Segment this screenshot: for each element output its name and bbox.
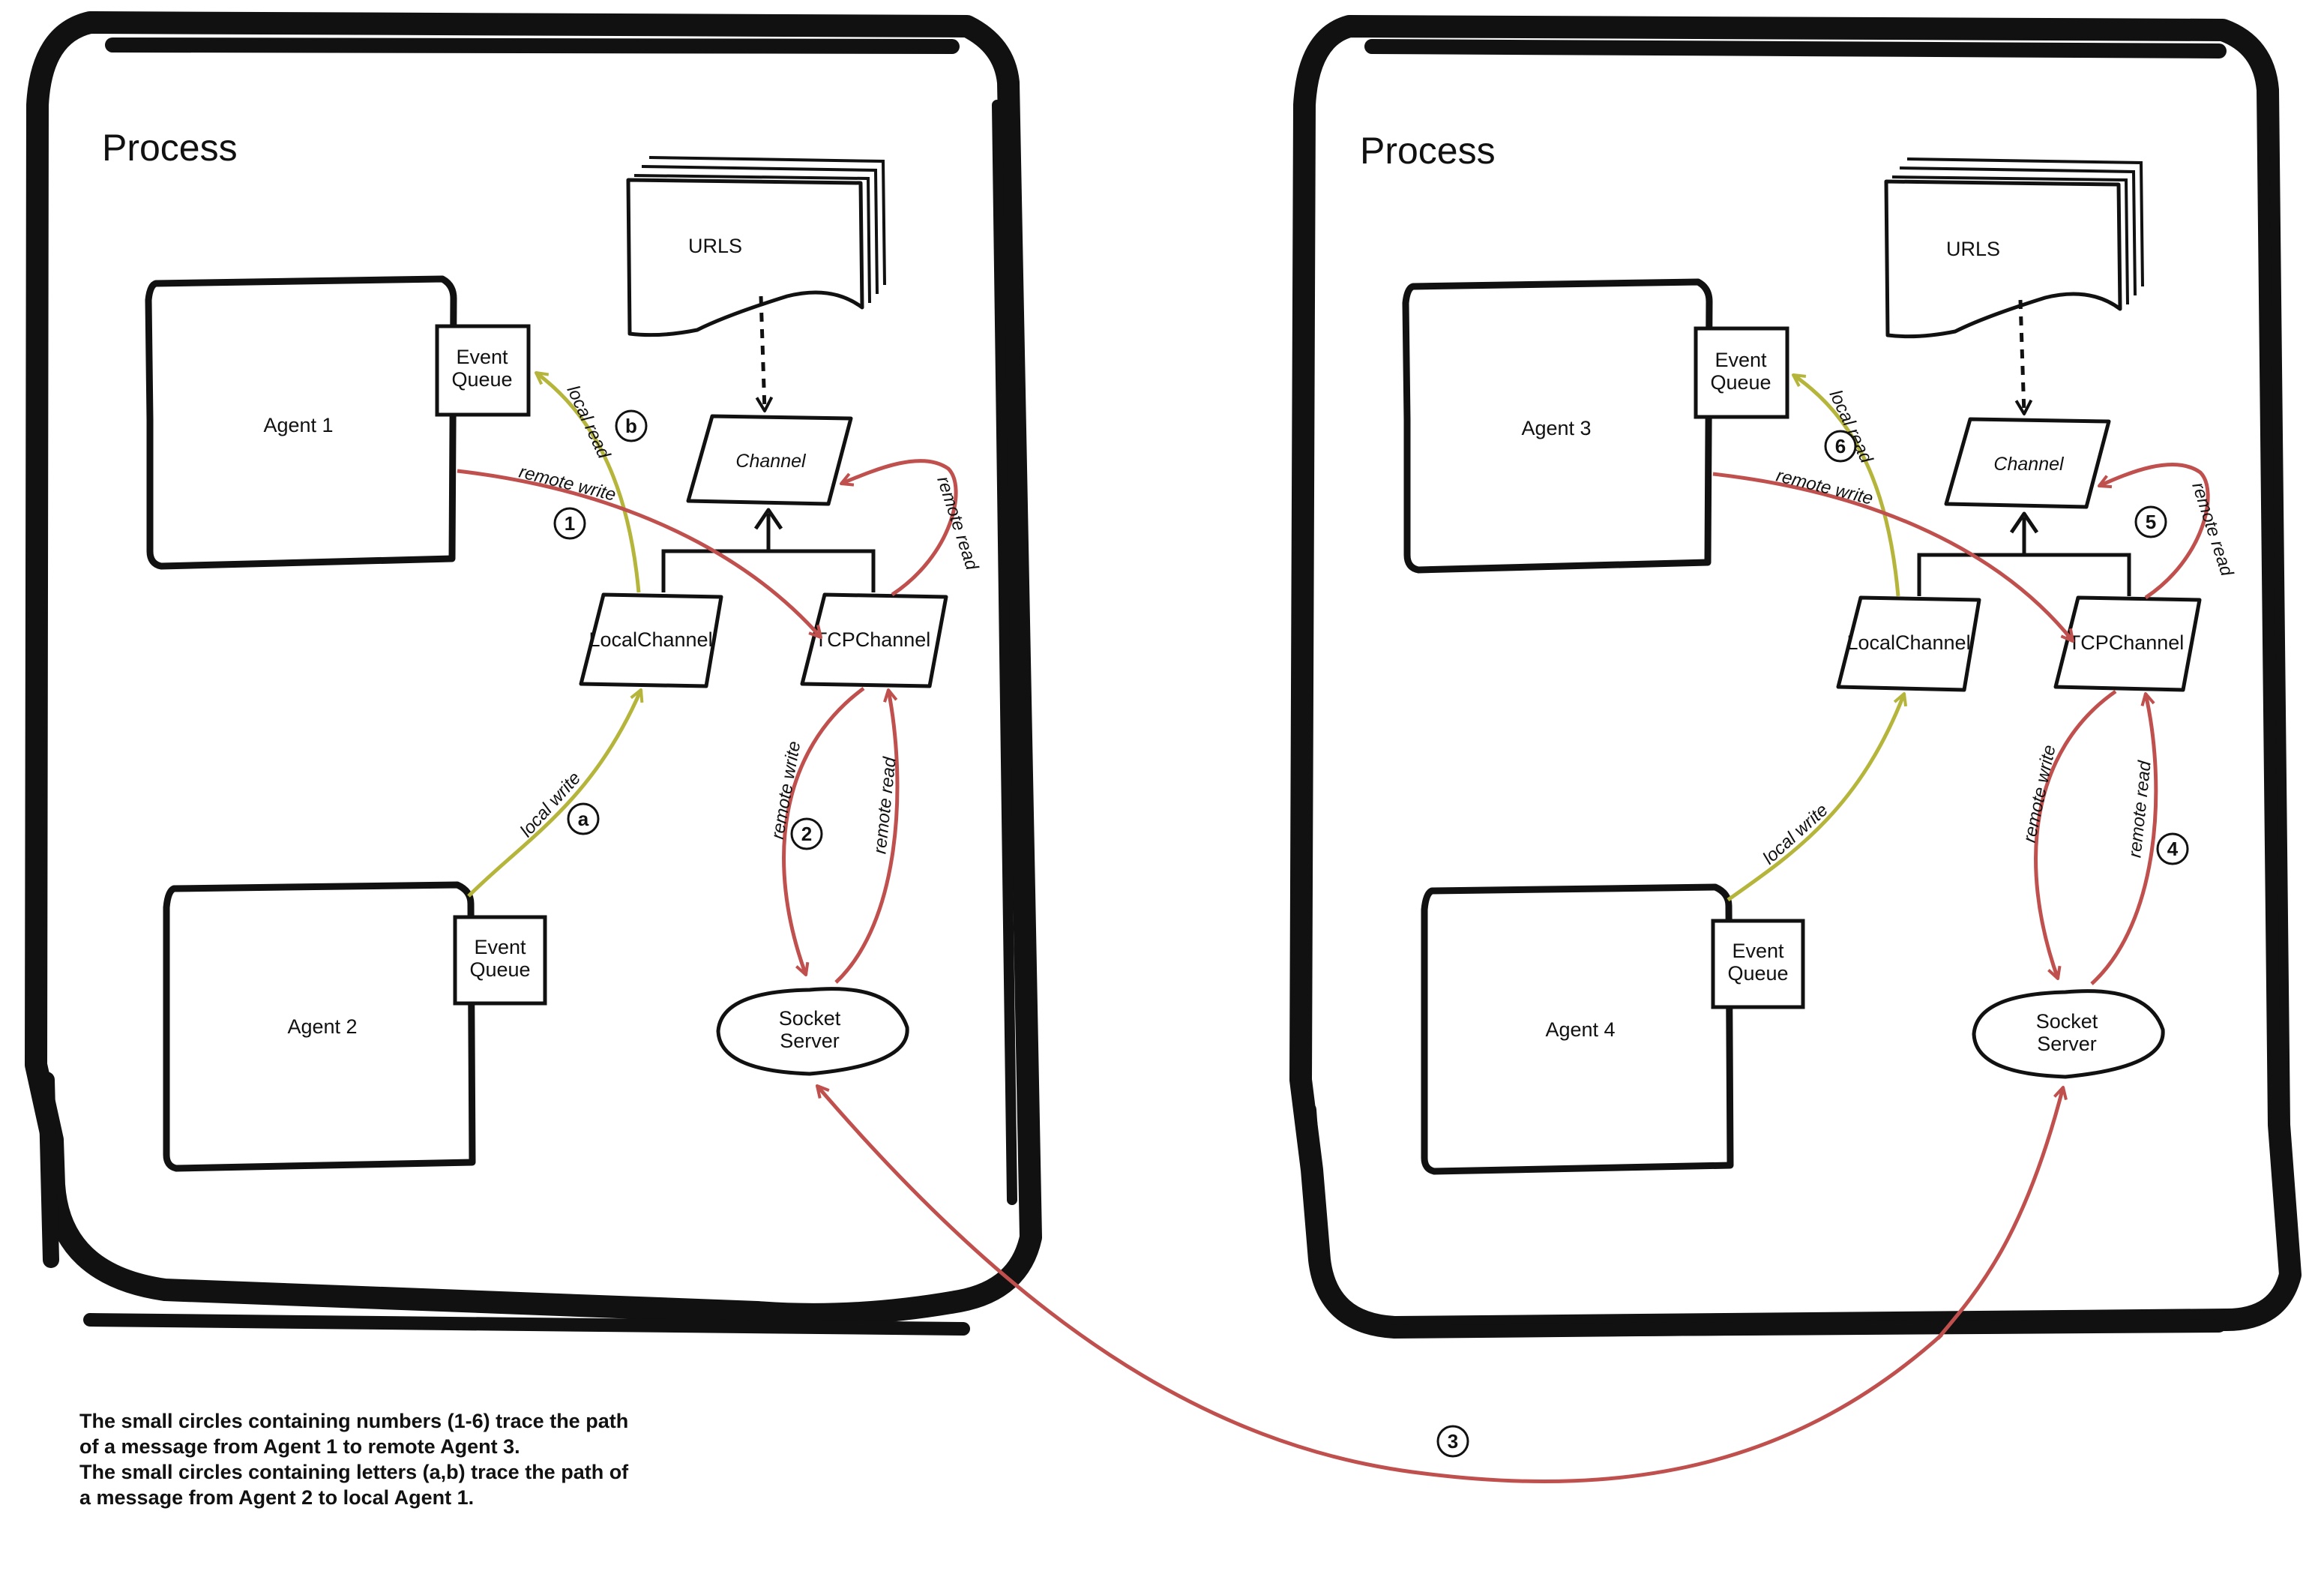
process-1-remote-write-top-arrow (457, 469, 822, 639)
process-2-remote-write-top-label: remote write (1774, 466, 1875, 509)
process-1-tcp-channel: TCPChannel (800, 592, 948, 688)
process-1-queue-top: Event Queue (435, 324, 531, 417)
process-1-frame (25, 11, 1042, 1336)
process-2-socket-server-line2: Server (2037, 1033, 2097, 1055)
process-1-socket-server: Socket Server (716, 987, 909, 1076)
process-2-inheritance-connector (1917, 517, 2131, 596)
process-2-local-write-arrow (1727, 692, 1908, 902)
process-1-queue-bottom-line2: Queue (469, 958, 530, 981)
process-1-urls-label: URLS (688, 235, 742, 257)
process-1-local-channel: LocalChannel (579, 592, 723, 688)
process-1-inheritance-connector (661, 514, 876, 592)
process-1-marker-1: 1 (553, 507, 586, 540)
process-2-agent-top-label: Agent 3 (1521, 417, 1591, 439)
process-1-urls-dotted-arrow (755, 295, 774, 412)
socket-link-arrow (816, 1084, 1943, 1483)
process-1-title: Process (102, 127, 238, 169)
process-2-marker-6: 6 (1824, 430, 1857, 463)
socket-link-arrowhead-right (1936, 1086, 2068, 1340)
process-1-remote-read-loop-label: remote read (933, 474, 982, 573)
process-1-inheritance-arrowhead (753, 508, 783, 530)
process-2-marker-4-text: 4 (2167, 838, 2179, 860)
process-2-marker-4: 4 (2156, 832, 2189, 865)
process-2-remote-write-top-arrow (1712, 472, 2074, 643)
process-2-agent-top: Agent 3 (1402, 278, 1713, 574)
process-1-remote-write-socket-arrow (782, 686, 865, 976)
process-1-socket-server-line2: Server (780, 1030, 840, 1052)
process-2-remote-read-loop-arrow (2098, 462, 2210, 600)
process-2-queue-top-line1: Event (1715, 349, 1767, 371)
process-2-urls-label: URLS (1946, 238, 2000, 260)
process-2-queue-bottom-line2: Queue (1727, 962, 1788, 985)
process-1-socket-server-line1: Socket (779, 1007, 841, 1030)
process-2-channel-label: Channel (1993, 454, 2065, 475)
caption-line-2: of a message from Agent 1 to remote Agen… (79, 1435, 520, 1458)
process-2-local-channel-label: LocalChannel (1846, 631, 1970, 654)
process-2-urls: URLS (1884, 157, 2144, 339)
process-1: Process URLS Channel LocalChannel TCPCha… (25, 11, 1042, 1336)
process-1-queue-top-line1: Event (456, 346, 508, 368)
process-2-agent-bottom: Agent 4 (1421, 883, 1734, 1175)
process-1-marker-b-text: b (625, 415, 637, 437)
process-2-marker-5-text: 5 (2146, 511, 2156, 533)
process-1-marker-2-text: 2 (801, 823, 812, 845)
process-2-remote-read-socket-label: remote read (2125, 760, 2155, 859)
marker-3: 3 (1436, 1425, 1469, 1458)
process-2-socket-server-line1: Socket (2036, 1010, 2098, 1033)
process-1-channel: Channel (686, 414, 853, 506)
process-2-inheritance-arrowhead (2009, 511, 2039, 534)
process-2: Process URLS Channel LocalChannel TCPCha… (1289, 15, 2302, 1339)
process-1-remote-read-socket-arrow (834, 688, 900, 984)
process-2-socket-server: Socket Server (1972, 989, 2165, 1079)
process-2-remote-write-socket-label: remote write (2020, 743, 2060, 844)
process-1-local-write-arrow (467, 688, 644, 898)
process-2-agent-bottom-label: Agent 4 (1545, 1018, 1615, 1041)
process-2-queue-bottom: Event Queue (1711, 919, 1805, 1009)
caption-line-1: The small circles containing numbers (1-… (79, 1410, 629, 1432)
process-1-remote-read-loop-arrow (840, 459, 958, 597)
process-1-marker-2: 2 (790, 817, 823, 850)
process-2-channel: Channel (1944, 417, 2111, 509)
process-2-remote-read-socket-arrow (2090, 692, 2158, 985)
process-2-tcp-channel-label: TCPChannel (2068, 631, 2185, 654)
process-1-agent-top: Agent 1 (145, 275, 457, 570)
process-1-queue-bottom-line1: Event (474, 936, 526, 958)
process-2-marker-6-text: 6 (1835, 435, 1846, 457)
process-1-urls: URLS (626, 156, 886, 337)
process-1-marker-1-text: 1 (565, 512, 575, 535)
process-1-local-read-label: local read (563, 382, 615, 462)
process-2-local-write-label: local write (1759, 800, 1831, 868)
process-2-queue-bottom-line1: Event (1732, 940, 1784, 962)
caption-line-4: a message from Agent 2 to local Agent 1. (79, 1486, 475, 1509)
process-2-remote-read-loop-label: remote read (2188, 480, 2237, 579)
marker-3-text: 3 (1448, 1430, 1458, 1453)
process-2-queue-top: Event Queue (1694, 326, 1789, 419)
process-1-agent-bottom-label: Agent 2 (287, 1015, 357, 1038)
process-1-marker-a-text: a (578, 808, 589, 830)
process-2-local-channel: LocalChannel (1836, 595, 1981, 692)
process-1-marker-a: a (567, 802, 600, 835)
process-1-remote-write-top-label: remote write (517, 462, 618, 505)
process-1-tcp-channel-label: TCPChannel (815, 628, 931, 651)
process-1-queue-bottom: Event Queue (453, 915, 547, 1006)
caption-line-3: The small circles containing letters (a,… (79, 1461, 629, 1483)
process-1-channel-label: Channel (735, 451, 807, 472)
process-2-marker-5: 5 (2134, 505, 2167, 538)
process-2-frame (1289, 15, 2302, 1339)
process-2-tcp-channel: TCPChannel (2053, 595, 2202, 692)
process-1-queue-top-line2: Queue (451, 368, 512, 391)
caption: The small circles containing numbers (1-… (79, 1408, 754, 1510)
process-2-title: Process (1360, 130, 1496, 172)
process-2-urls-dotted-arrow (2014, 299, 2033, 415)
process-1-agent-top-label: Agent 1 (263, 414, 333, 436)
process-1-marker-b: b (615, 409, 648, 442)
process-2-queue-top-line2: Queue (1710, 371, 1771, 394)
process-2-remote-write-socket-arrow (2034, 689, 2117, 980)
process-1-local-read-arrow (535, 370, 641, 593)
process-2-local-read-arrow (1792, 373, 1900, 597)
process-1-agent-bottom: Agent 2 (163, 881, 476, 1172)
process-1-local-channel-label: LocalChannel (588, 628, 712, 651)
